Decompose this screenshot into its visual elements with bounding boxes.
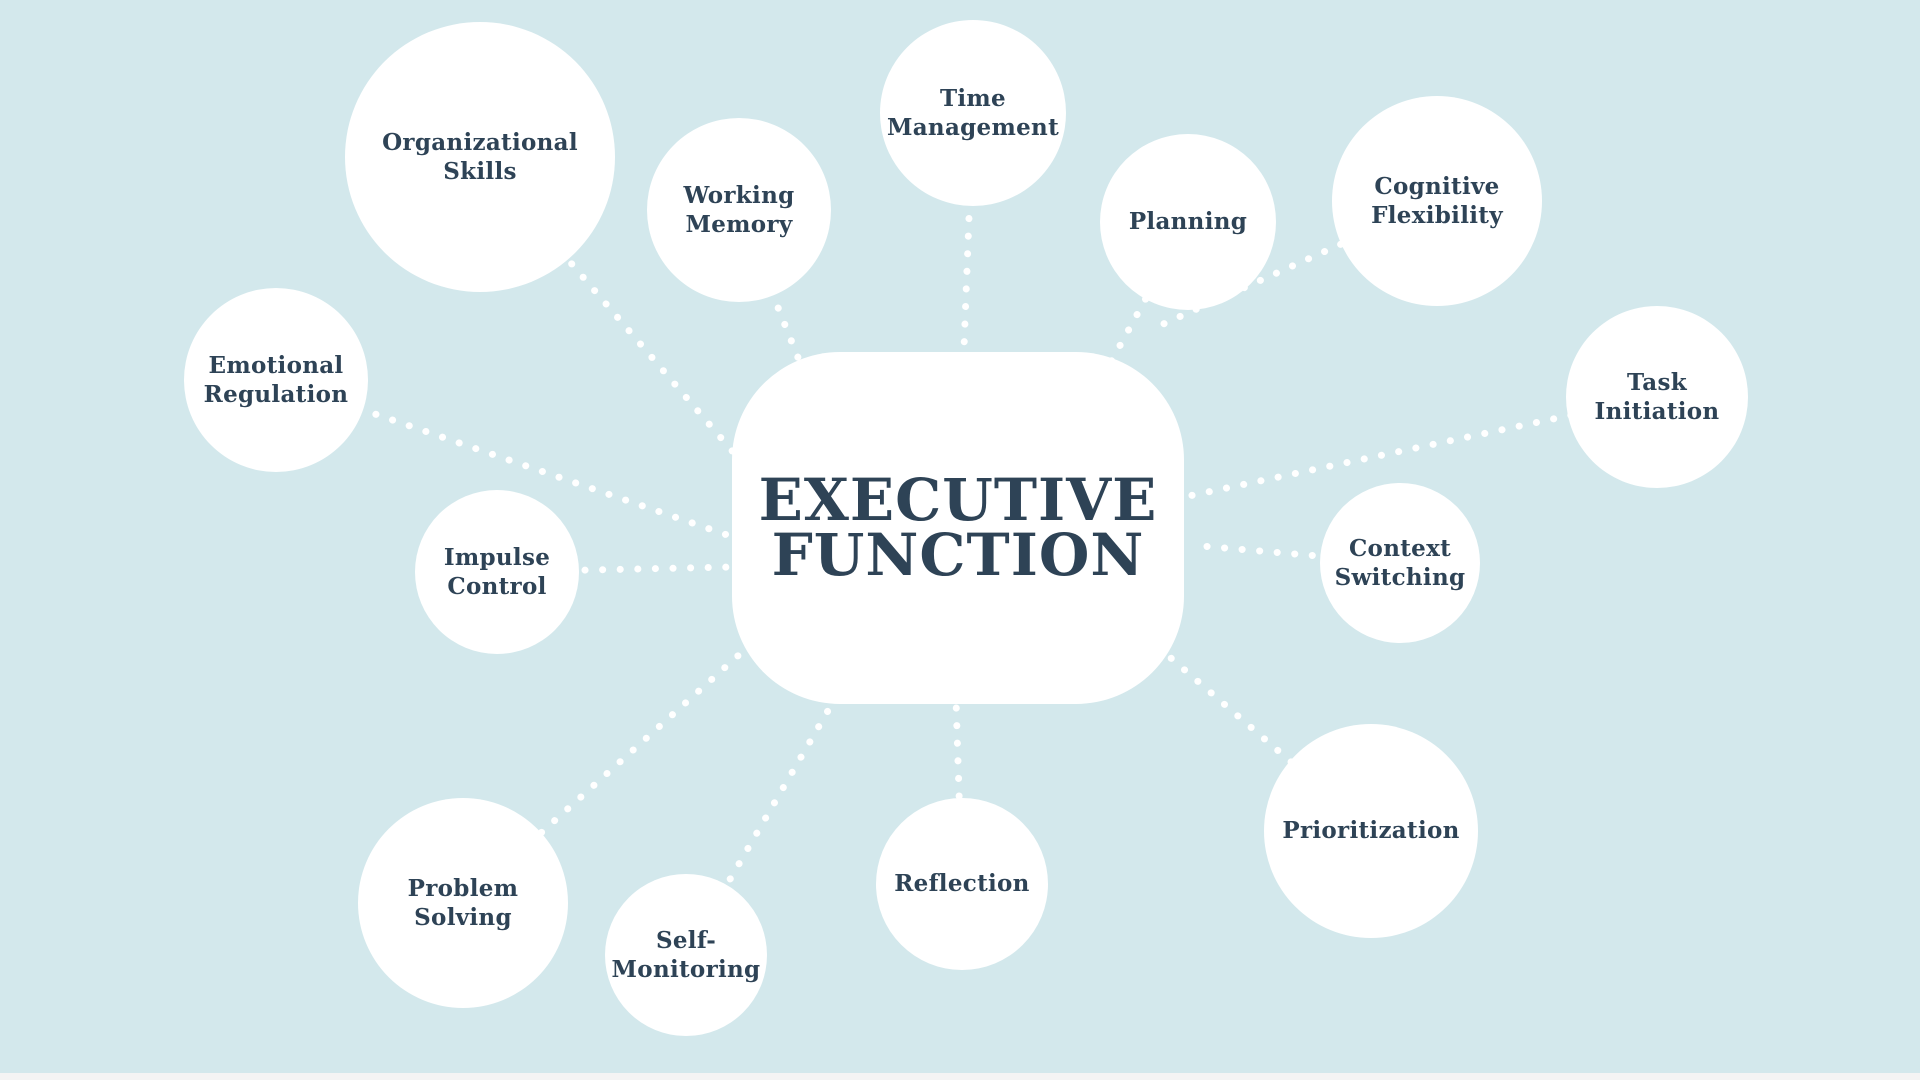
bottom-strip [0,1073,1920,1080]
central-node[interactable]: EXECUTIVE FUNCTION [732,352,1184,704]
node-prioritization[interactable]: Prioritization [1264,724,1478,938]
node-reflection[interactable]: Reflection [876,798,1048,970]
node-problem-solving[interactable]: Problem Solving [358,798,568,1008]
node-self-monitoring[interactable]: Self-Monitoring [605,874,767,1036]
node-impulse-control[interactable]: Impulse Control [415,490,579,654]
node-label-time-management: Time Management [886,84,1059,141]
node-organizational-skills[interactable]: Organizational Skills [345,22,615,292]
node-label-prioritization: Prioritization [1282,817,1460,845]
node-working-memory[interactable]: Working Memory [647,118,831,302]
node-emotional-regulation[interactable]: Emotional Regulation [184,288,368,472]
node-label-emotional-regulation: Emotional Regulation [203,351,349,408]
node-planning[interactable]: Planning [1100,134,1276,310]
node-label-reflection: Reflection [894,870,1030,898]
node-label-problem-solving: Problem Solving [407,874,519,931]
connector-line-task-initiation [1166,393,1661,504]
node-context-switching[interactable]: Context Switching [1320,483,1480,643]
node-label-organizational-skills: Organizational Skills [382,128,578,185]
node-label-task-initiation: Task Initiation [1594,368,1720,425]
connector-line-prioritization [1146,636,1375,835]
central-node-title: EXECUTIVE FUNCTION [758,465,1158,589]
node-label-cognitive-flexibility: Cognitive Flexibility [1371,172,1503,229]
connector-line-problem-solving [459,596,804,907]
node-cognitive-flexibility[interactable]: Cognitive Flexibility [1332,96,1542,306]
connector-line-time-management [958,109,977,404]
node-time-management[interactable]: Time Management [880,20,1066,206]
node-label-working-memory: Working Memory [683,181,795,238]
connector-line-organizational-skills [476,153,774,499]
node-label-planning: Planning [1128,208,1248,236]
node-task-initiation[interactable]: Task Initiation [1566,306,1748,488]
connector-line-impulse-control [493,562,784,576]
node-label-self-monitoring: Self-Monitoring [611,926,761,983]
node-label-context-switching: Context Switching [1334,534,1466,591]
node-label-impulse-control: Impulse Control [443,543,551,600]
